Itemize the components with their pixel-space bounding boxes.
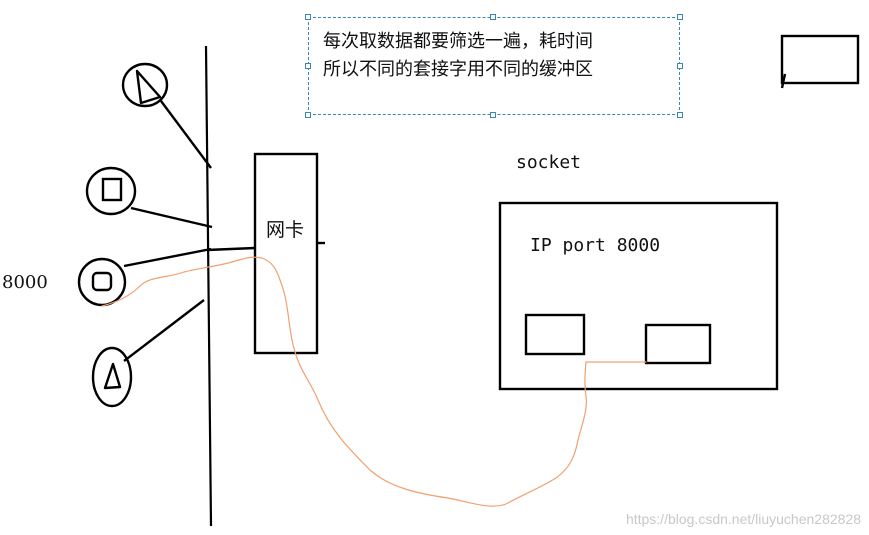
client-square: [85, 166, 213, 229]
nic-link-line: [206, 246, 256, 252]
note-textbox[interactable]: 每次取数据都要筛选一遍，耗时间 所以不同的套接字用不同的缓冲区: [305, 14, 683, 118]
note-line-1: 每次取数据都要筛选一遍，耗时间: [323, 31, 593, 52]
client-circle: [121, 62, 169, 108]
note-text: 每次取数据都要筛选一遍，耗时间 所以不同的套接字用不同的缓冲区: [323, 28, 593, 84]
buffer-box-left: [524, 313, 586, 356]
buffer-box-right: [644, 323, 712, 365]
resize-handle[interactable]: [305, 14, 311, 20]
connector-line: [123, 247, 212, 268]
watermark-url: https://blog.csdn.net/liuyuchen282828: [625, 511, 861, 527]
rounded-square-icon: [91, 271, 113, 292]
client-circle: [91, 346, 133, 408]
resize-handle[interactable]: [490, 14, 496, 20]
triangle-icon: [135, 69, 162, 105]
client-circle: [77, 257, 127, 307]
resize-handle[interactable]: [677, 14, 683, 20]
client-triangle-1: [121, 62, 212, 169]
resize-handle[interactable]: [677, 112, 683, 118]
connector-line: [130, 206, 213, 229]
nic-box: [253, 152, 319, 355]
square-icon: [101, 177, 123, 202]
client-rounded-square: [77, 247, 212, 307]
socket-label: socket: [516, 152, 582, 173]
connector-line: [160, 100, 212, 169]
data-trace-path: [101, 256, 647, 507]
resize-handle[interactable]: [305, 63, 311, 69]
client-circle: [85, 166, 137, 216]
network-line: [204, 45, 213, 527]
resize-handle[interactable]: [677, 63, 683, 69]
resize-handle[interactable]: [490, 112, 496, 118]
client-triangle-2: [91, 299, 205, 408]
ip-port-label: IP port 8000: [530, 235, 661, 256]
socket-box: [498, 201, 779, 391]
resize-handle[interactable]: [305, 112, 311, 118]
connector-line: [123, 299, 205, 362]
note-line-2: 所以不同的套接字用不同的缓冲区: [323, 59, 593, 80]
triangle-icon: [103, 362, 122, 390]
corner-box-tick: [780, 73, 787, 89]
port-label-left: 8000: [2, 272, 48, 293]
nic-label: 网卡: [266, 219, 305, 241]
corner-box: [780, 34, 860, 85]
